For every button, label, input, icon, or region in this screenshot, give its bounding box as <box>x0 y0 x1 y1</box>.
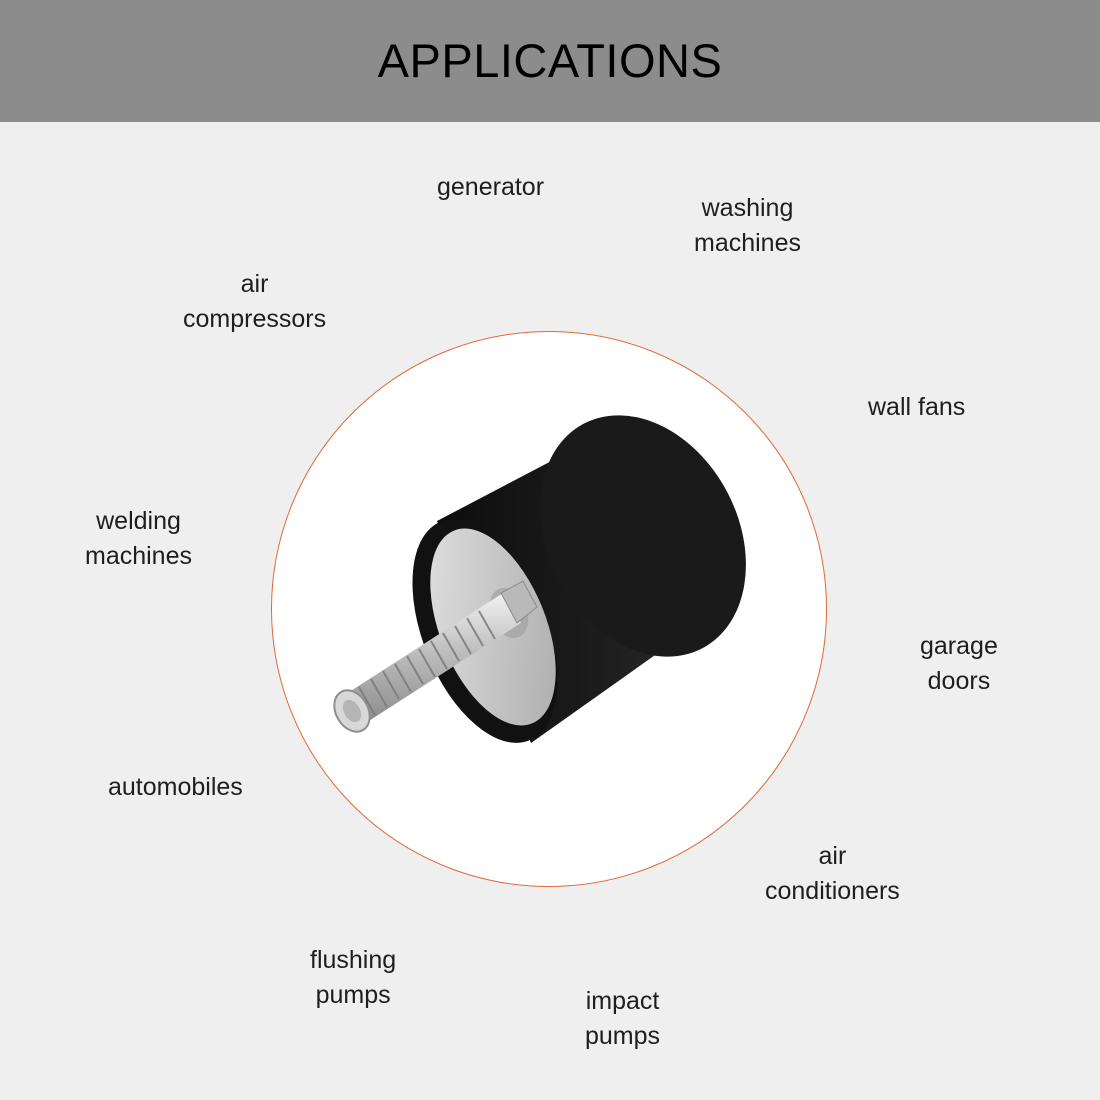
rubber-mount-image <box>333 415 746 743</box>
label-welding-machines: welding machines <box>85 507 192 570</box>
threaded-bolt <box>333 580 538 733</box>
page-title: APPLICATIONS <box>377 34 723 87</box>
label-automobiles: automobiles <box>108 773 243 801</box>
label-washing-machines: washing machines <box>694 194 801 257</box>
label-garage-doors: garage doors <box>920 632 998 695</box>
label-flushing-pumps: flushing pumps <box>310 946 397 1009</box>
label-generator: generator <box>437 173 545 201</box>
label-impact-pumps: impact pumps <box>585 987 661 1050</box>
rubber-cylinder <box>412 415 746 743</box>
label-wall-fans: wall fans <box>868 393 966 421</box>
header-bar: APPLICATIONS <box>0 0 1100 122</box>
label-air-conditioners: air conditioners <box>765 842 900 905</box>
label-air-compressors: air compressors <box>183 270 327 333</box>
